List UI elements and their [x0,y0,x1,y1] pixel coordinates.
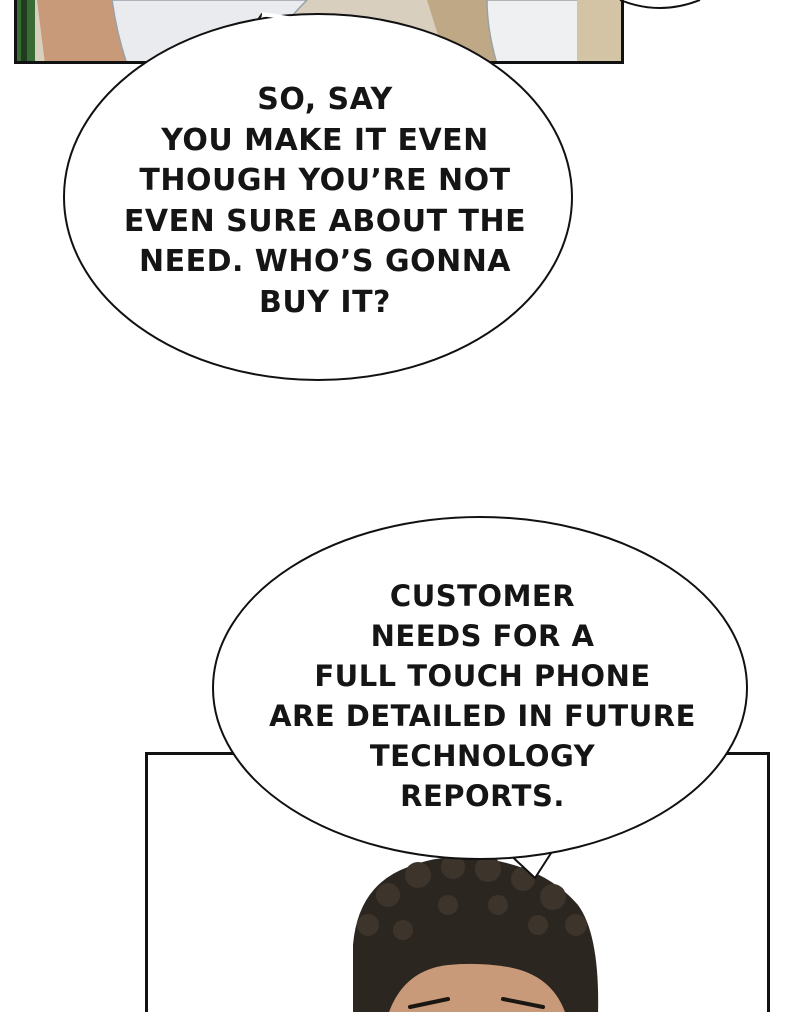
wall-panel [577,0,621,61]
speech-bubble-1-text: SO, SAY YOU MAKE IT EVEN THOUGH YOU’RE N… [110,80,540,323]
offscreen-bubble-edge [619,0,701,9]
bubble-1-line: NEED. WHO’S GONNA [138,244,512,279]
speech-bubble-2-text: CUSTOMER NEEDS FOR A FULL TOUCH PHONE AR… [255,576,710,816]
bubble-1-line: THOUGH YOU’RE NOT [139,163,511,198]
bubble-2-line: REPORTS. [400,779,565,813]
bubble-2-line: CUSTOMER [389,579,576,613]
bubble-2-line: TECHNOLOGY [369,739,596,773]
bubble-1-line: SO, SAY [257,82,393,117]
character-arm [37,0,137,61]
speech-bubble-1-outline [63,13,573,381]
speech-bubble-2-outline [212,516,748,860]
bubble-2-line: FULL TOUCH PHONE [314,659,651,693]
tail-join-mask [261,12,301,22]
bubble-2-line: NEEDS FOR A [370,619,595,653]
bubble-1-line: YOU MAKE IT EVEN [161,122,489,158]
foliage-shadow [21,0,27,61]
character-curly-hair [353,856,599,1012]
bubble-1-line: EVEN SURE ABOUT THE [123,203,527,239]
bubble-1-line: BUY IT? [259,284,391,320]
bubble-2-line: ARE DETAILED IN FUTURE [269,699,696,733]
hair-curls [357,855,587,940]
